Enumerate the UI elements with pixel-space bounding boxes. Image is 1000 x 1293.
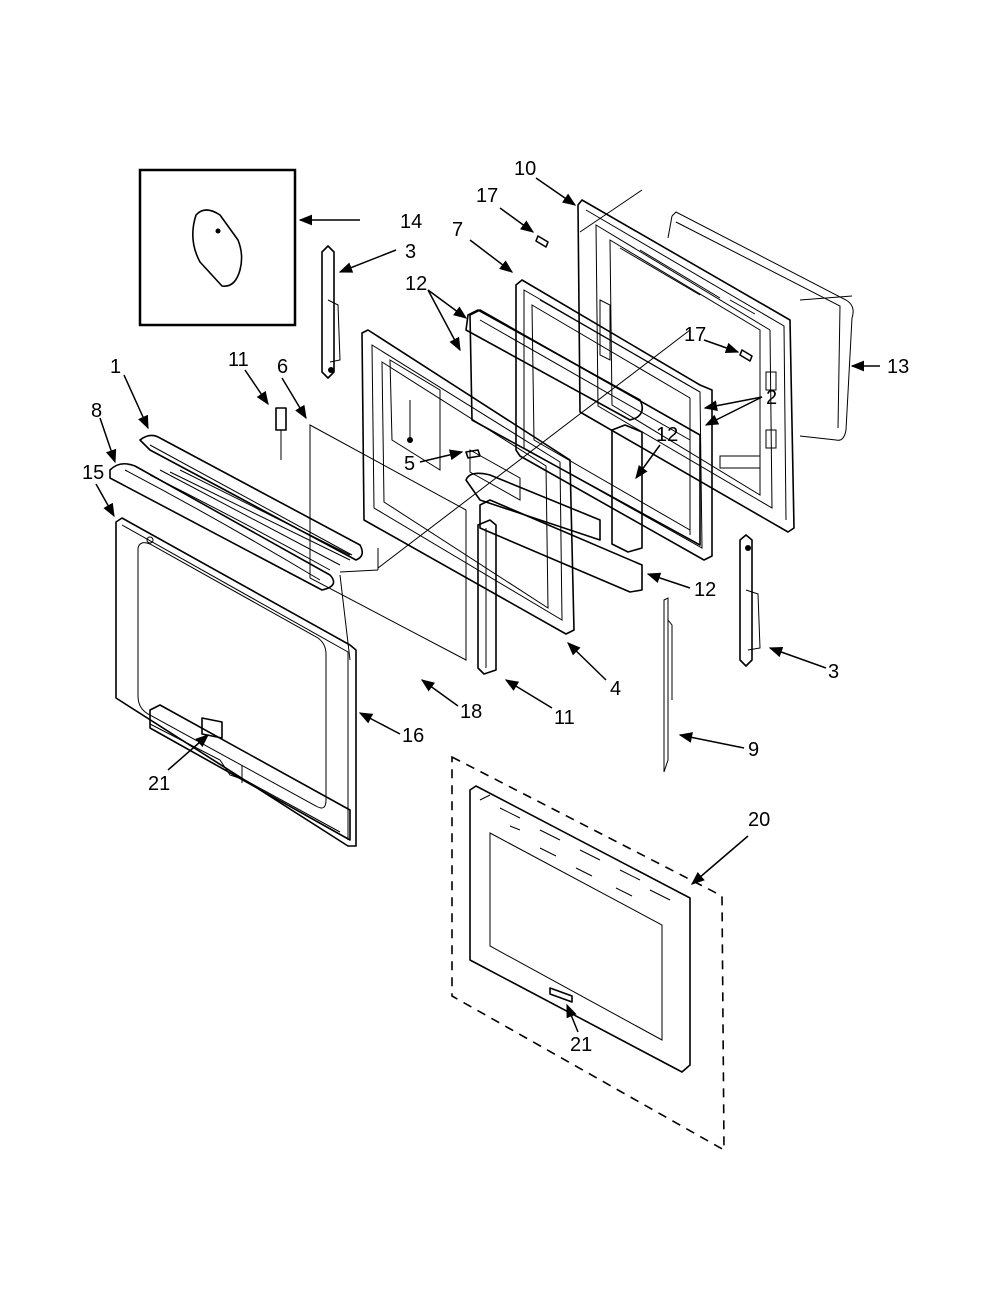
part-13-door-gasket — [667, 211, 854, 441]
part-18-assembly-guide — [339, 329, 691, 661]
callout-21: 21 — [570, 1034, 592, 1056]
callout-3: 3 — [405, 241, 416, 263]
callout-17: 17 — [476, 185, 498, 207]
part-12-insulation-bottom — [465, 472, 643, 593]
part-1-top-vent-trim — [139, 434, 364, 561]
callout-labels: 10 17 7 14 3 12 17 13 2 1 11 6 8 12 5 15… — [82, 158, 909, 1056]
part-11-channel-left — [275, 407, 287, 460]
part-14-label-inset — [138, 168, 297, 327]
callout-17: 17 — [684, 324, 706, 346]
part-10-inner-door-liner — [577, 199, 795, 533]
callout-6: 6 — [277, 356, 288, 378]
part-5-screw — [465, 449, 481, 459]
part-3-hinge-right — [739, 534, 761, 667]
part-21-label-front — [201, 717, 223, 739]
callout-16: 16 — [402, 725, 424, 747]
callout-4: 4 — [610, 678, 621, 700]
callout-21: 21 — [148, 773, 170, 795]
part-17-screw-top — [535, 235, 549, 248]
part-9-trim-strip — [663, 597, 673, 773]
callout-2: 2 — [766, 387, 777, 409]
part-16-door-bottom-trim — [149, 704, 351, 841]
callout-12: 12 — [694, 579, 716, 601]
leader-lines — [95, 177, 880, 1033]
part-4-inner-door-frame — [361, 329, 575, 635]
callout-11: 11 — [228, 349, 249, 371]
part-7-inner-glass-assembly — [515, 279, 713, 561]
callout-20: 20 — [748, 809, 770, 831]
callout-12: 12 — [656, 424, 678, 446]
part-15-outer-door-panel — [115, 517, 357, 847]
callout-3: 3 — [828, 661, 839, 683]
callout-5: 5 — [404, 453, 415, 475]
callout-8: 8 — [91, 400, 102, 422]
callout-13: 13 — [887, 356, 909, 378]
callout-9: 9 — [748, 739, 759, 761]
callout-10: 10 — [514, 158, 536, 180]
part-12-insulation-side — [611, 424, 643, 553]
part-6-middle-glass — [309, 424, 467, 661]
callout-1: 1 — [110, 356, 121, 378]
part-8-door-handle — [109, 462, 351, 591]
callout-14: 14 — [400, 211, 422, 233]
part-12-insulation-top — [465, 309, 644, 421]
part-11-channel-right — [477, 519, 497, 675]
callout-12: 12 — [405, 273, 427, 295]
callout-7: 7 — [452, 219, 463, 241]
callout-11: 11 — [554, 707, 575, 729]
part-20-alternate-door-assembly — [451, 755, 725, 1152]
part-3-hinge-left — [321, 245, 341, 379]
part-17-screw-side — [739, 349, 753, 362]
callout-18: 18 — [460, 701, 482, 723]
callout-15: 15 — [82, 462, 104, 484]
